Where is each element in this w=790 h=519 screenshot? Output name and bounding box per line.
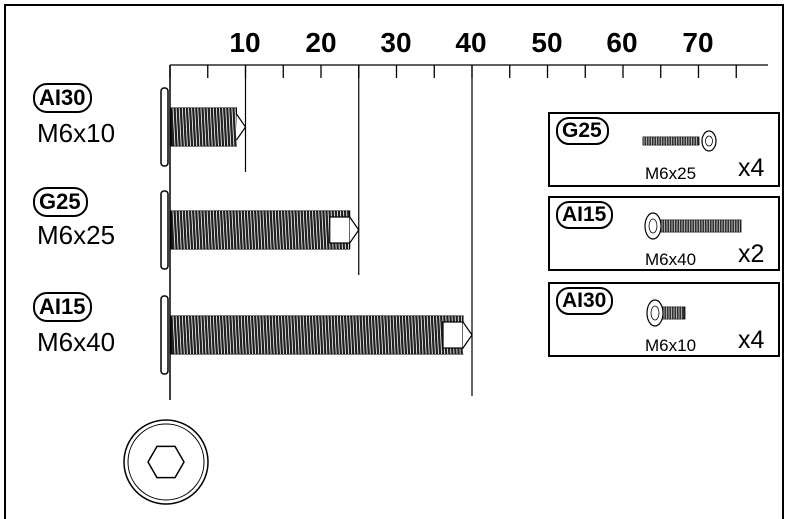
screw-tip — [236, 113, 247, 141]
screw-size-label: M6x25 — [37, 220, 116, 250]
screw-code-tag: G25 — [33, 187, 88, 217]
screw-head — [160, 295, 169, 375]
screw-head — [160, 87, 169, 167]
diagram-frame — [4, 4, 784, 519]
part-card-g25: G25 M6x25 x4 — [548, 112, 780, 187]
card-screw-head — [644, 212, 662, 240]
screw-cap-inner — [127, 423, 205, 501]
card-screw-head — [646, 299, 664, 327]
card-screw-head — [701, 130, 717, 152]
part-card-ai30: AI30 M6x10 x4 — [548, 282, 780, 357]
screw-tip — [462, 321, 473, 349]
ruler-label-40: 40 — [455, 27, 487, 58]
card-screw-shaft — [642, 136, 700, 146]
card-icons — [642, 130, 742, 327]
screw-size-label: M6x40 — [37, 327, 116, 357]
ruler-label-70: 70 — [682, 27, 714, 58]
part-card-ai15: AI15 M6x40 x2 — [548, 196, 780, 271]
part-code-tag: AI15 — [556, 201, 614, 229]
part-code-tag: AI30 — [556, 287, 614, 315]
part-quantity: x4 — [738, 326, 765, 354]
ruler-label-10: 10 — [229, 27, 261, 58]
ruler-label-20: 20 — [305, 27, 337, 58]
ruler-label-30: 30 — [380, 27, 412, 58]
part-size-label: M6x10 — [645, 336, 697, 355]
screw-head — [160, 190, 169, 270]
ruler-label-60: 60 — [606, 27, 638, 58]
part-quantity: x2 — [738, 240, 765, 268]
screw-illustrations — [160, 65, 473, 400]
part-code-tag: G25 — [556, 117, 609, 145]
screw-head-top-view — [123, 419, 209, 505]
screw-code-tag: AI15 — [33, 292, 93, 322]
screw-size-label: M6x10 — [37, 118, 116, 148]
screw-tip — [349, 216, 360, 244]
card-screw-shaft — [660, 219, 742, 233]
part-quantity: x4 — [738, 154, 765, 182]
ruler-label-50: 50 — [531, 27, 563, 58]
part-size-label: M6x40 — [645, 250, 697, 269]
screw-code-tag: AI30 — [33, 83, 93, 113]
part-size-label: M6x25 — [645, 164, 697, 183]
hex-socket-icon — [147, 445, 185, 479]
